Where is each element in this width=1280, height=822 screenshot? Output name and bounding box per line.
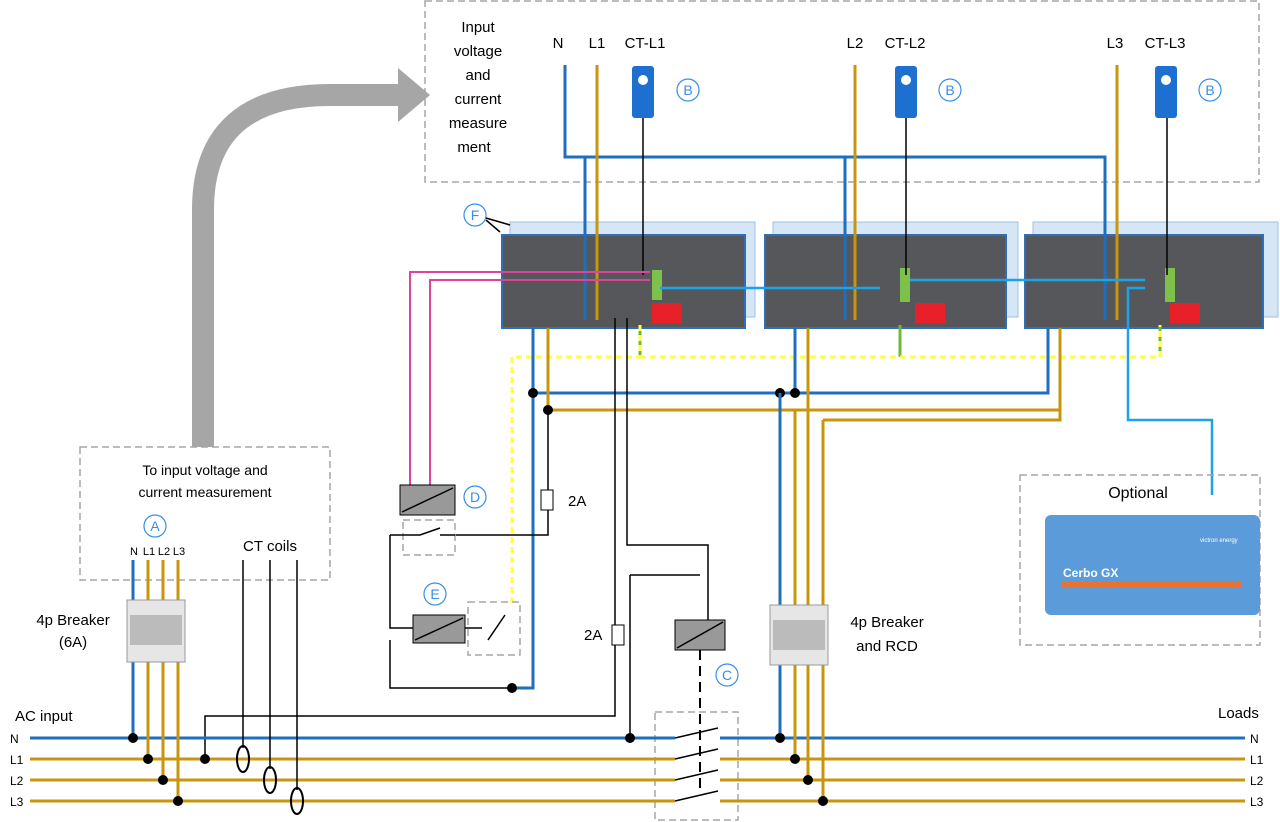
svg-text:C: C (722, 667, 732, 683)
marker-b-2: B (938, 78, 962, 102)
cerbo-gx-device: Cerbo GX victron energy (1045, 515, 1260, 615)
contactor (654, 711, 739, 821)
optional-label: Optional (1108, 485, 1168, 502)
marker-b-1: B (676, 78, 700, 102)
inverter-3 (1024, 221, 1279, 329)
ct-coil-icons (236, 745, 304, 815)
arrow-head-icon (398, 68, 430, 122)
fuse-2a-2 (611, 624, 625, 646)
signal-arrow (192, 84, 400, 447)
label-l1: L1 (589, 35, 606, 52)
inverter-2 (764, 221, 1019, 329)
svg-text:A: A (150, 518, 160, 534)
brand-logo: victron energy (1200, 538, 1238, 544)
measurement-box (424, 0, 1260, 183)
svg-text:F: F (471, 207, 480, 223)
label-ct-l1: CT-L1 (625, 35, 666, 52)
label-ct-l2: CT-L2 (885, 35, 926, 52)
inverter-1 (501, 221, 756, 329)
svg-text:L3: L3 (10, 795, 24, 809)
ct-sensor-l1 (632, 66, 654, 118)
svg-text:current: current (455, 91, 503, 108)
svg-text:L2: L2 (1250, 774, 1264, 788)
breaker-in-line-1: 4p Breaker (36, 612, 109, 629)
marker-e: E (423, 582, 447, 606)
svg-text:L2: L2 (158, 546, 170, 558)
breaker-out-line-2: and RCD (856, 638, 918, 655)
ct-coils-label: CT coils (243, 538, 297, 555)
svg-text:L3: L3 (1250, 795, 1264, 809)
measurement-title: Input voltage and current measure ment (449, 19, 507, 156)
svg-text:L2: L2 (10, 774, 24, 788)
svg-text:B: B (683, 82, 692, 98)
svg-text:L1: L1 (10, 753, 24, 767)
svg-text:Input: Input (461, 19, 495, 36)
marker-b-3: B (1198, 78, 1222, 102)
ac-input-label: AC input (15, 708, 73, 725)
relay-d (390, 484, 456, 556)
marker-a: A (143, 514, 167, 538)
breaker-in-line-2: (6A) (59, 634, 87, 651)
left-measurement-box (79, 446, 331, 581)
breaker-rcd (769, 604, 829, 666)
relay-e (412, 601, 521, 656)
fuse-2a-1 (540, 489, 554, 511)
svg-text:E: E (430, 586, 439, 602)
svg-text:L1: L1 (1250, 753, 1264, 767)
svg-text:L3: L3 (173, 546, 185, 558)
marker-d: D (463, 485, 487, 509)
fuse-label-1: 2A (568, 493, 586, 510)
left-box-line-2: current measurement (138, 484, 271, 500)
left-wire-labels: N L1 L2 L3 (130, 546, 185, 558)
svg-text:N: N (10, 732, 19, 746)
ct-sensor-l3 (1155, 66, 1177, 118)
svg-text:B: B (1205, 82, 1214, 98)
svg-text:voltage: voltage (454, 43, 502, 60)
svg-text:B: B (945, 82, 954, 98)
relay-c (674, 619, 726, 790)
svg-text:D: D (470, 489, 480, 505)
svg-text:measure: measure (449, 115, 507, 132)
marker-c: C (715, 663, 739, 687)
breaker-6a (126, 599, 186, 663)
label-l2: L2 (847, 35, 864, 52)
breaker-out-line-1: 4p Breaker (850, 614, 923, 631)
marker-f: F (463, 203, 511, 233)
label-n: N (553, 35, 564, 52)
left-box-line-1: To input voltage and (142, 462, 267, 478)
loads-label: Loads (1218, 705, 1259, 722)
svg-text:N: N (1250, 732, 1259, 746)
svg-text:L1: L1 (143, 546, 155, 558)
label-ct-l3: CT-L3 (1145, 35, 1186, 52)
label-l3: L3 (1107, 35, 1124, 52)
svg-text:N: N (130, 546, 138, 558)
svg-text:ment: ment (457, 139, 491, 156)
cerbo-gx-label: Cerbo GX (1063, 566, 1118, 580)
fuse-label-2: 2A (584, 627, 602, 644)
ct-sensor-l2 (895, 66, 917, 118)
svg-text:and: and (465, 67, 490, 84)
